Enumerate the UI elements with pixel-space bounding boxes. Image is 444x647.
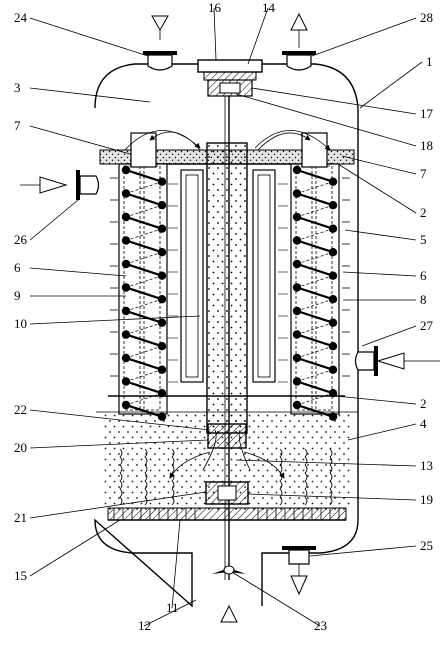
part-label-28: 28 bbox=[420, 10, 433, 25]
part-label-12: 12 bbox=[138, 618, 151, 633]
part-label-11: 11 bbox=[166, 600, 179, 615]
outlet-arrow-icon bbox=[376, 352, 405, 370]
top-flange bbox=[197, 59, 263, 73]
part-label-2: 2 bbox=[420, 205, 427, 220]
part-label-7: 7 bbox=[420, 166, 427, 181]
part-label-10: 10 bbox=[14, 316, 27, 331]
part-label-5: 5 bbox=[420, 232, 427, 247]
inner-right-box bbox=[252, 169, 276, 383]
part-label-15: 15 bbox=[14, 568, 27, 583]
outlet-arrow-icon bbox=[290, 12, 308, 31]
distributor-plate bbox=[107, 507, 347, 521]
right-coil bbox=[292, 165, 338, 421]
part-label-6: 6 bbox=[14, 260, 21, 275]
part-label-25: 25 bbox=[420, 538, 433, 553]
central-column bbox=[206, 142, 248, 434]
part-label-24: 24 bbox=[14, 10, 28, 25]
flow-arrows-top bbox=[124, 130, 331, 151]
side-outlet-27 bbox=[354, 346, 440, 376]
part-label-14: 14 bbox=[262, 0, 276, 15]
leader-lines bbox=[29, 7, 423, 627]
part-label-16: 16 bbox=[208, 0, 222, 15]
vessel-shell bbox=[94, 63, 359, 608]
inner-left-box bbox=[180, 169, 204, 383]
side-inlet-26 bbox=[20, 170, 100, 200]
part-label-22: 22 bbox=[14, 402, 27, 417]
bottom-outlet-25 bbox=[282, 546, 316, 596]
part-label-20: 20 bbox=[14, 440, 27, 455]
part-label-3: 3 bbox=[14, 80, 21, 95]
part-label-9: 9 bbox=[14, 288, 21, 303]
part-label-2: 2 bbox=[420, 396, 427, 411]
distributor-holes bbox=[113, 508, 340, 520]
part-label-6: 6 bbox=[420, 268, 427, 283]
part-label-19: 19 bbox=[420, 492, 433, 507]
left-coil bbox=[110, 165, 350, 421]
outlet-nozzle-28 bbox=[282, 12, 316, 71]
part-label-1: 1 bbox=[426, 54, 433, 69]
part-label-23: 23 bbox=[314, 618, 327, 633]
inlet-arrow-icon bbox=[39, 176, 68, 194]
part-label-8: 8 bbox=[420, 292, 427, 307]
part-label-13: 13 bbox=[420, 458, 433, 473]
part-label-26: 26 bbox=[14, 232, 28, 247]
part-label-27: 27 bbox=[420, 318, 434, 333]
part-label-4: 4 bbox=[420, 416, 427, 431]
part-label-7: 7 bbox=[14, 118, 21, 133]
bottom-propeller bbox=[212, 565, 246, 575]
inlet-arrow-icon bbox=[151, 15, 169, 32]
part-label-17: 17 bbox=[420, 106, 434, 121]
part-label-21: 21 bbox=[14, 510, 27, 525]
part-label-18: 18 bbox=[420, 138, 433, 153]
inlet-arrow-icon bbox=[220, 604, 238, 623]
gas-bubbles bbox=[119, 448, 333, 506]
outlet-arrow-icon bbox=[290, 575, 308, 596]
inlet-nozzle-24 bbox=[143, 15, 177, 71]
